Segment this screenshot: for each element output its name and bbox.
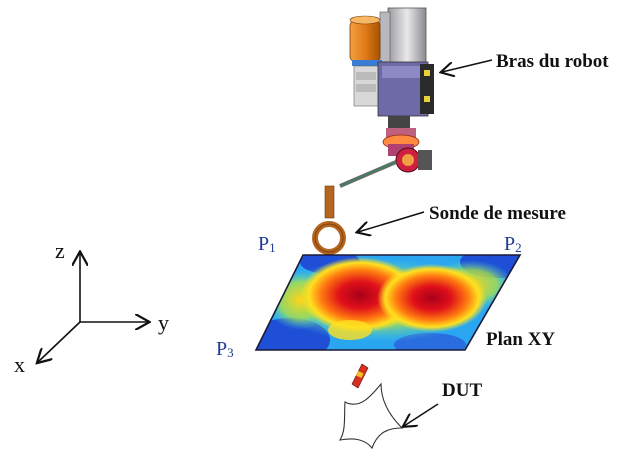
label-plane: Plan XY xyxy=(486,329,555,350)
arrow-icon xyxy=(442,59,493,72)
robot-arm-illustration xyxy=(324,7,434,219)
axis-z-label: z xyxy=(55,238,65,263)
emitter-icon xyxy=(351,363,369,389)
dut-star-outline xyxy=(338,382,404,450)
point-p1-label: P1 xyxy=(258,233,276,255)
axis-y-label: y xyxy=(158,310,169,335)
point-p3-label: P3 xyxy=(216,338,234,360)
axis-x-label: x xyxy=(14,352,25,377)
label-robot-arm: Bras du robot xyxy=(496,51,609,72)
arrow-icon xyxy=(358,211,425,232)
coordinate-axes xyxy=(38,253,148,362)
probe-loop-icon xyxy=(312,221,346,255)
point-p2-label: P2 xyxy=(504,233,522,255)
arrow-icon xyxy=(404,403,439,426)
label-probe: Sonde de mesure xyxy=(429,203,566,224)
heatmap-plane xyxy=(254,254,522,351)
label-dut: DUT xyxy=(442,380,482,401)
